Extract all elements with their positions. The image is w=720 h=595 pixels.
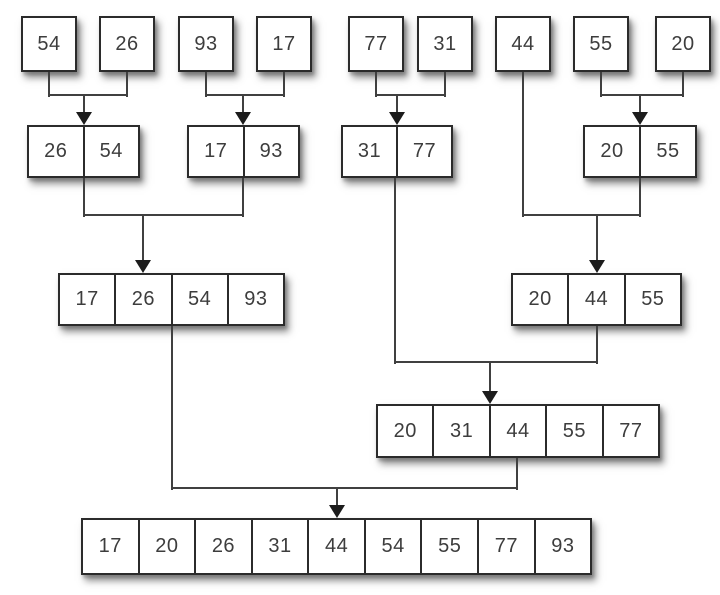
array-cell-value: 26 (101, 18, 153, 70)
array-cell-value: 20 (137, 520, 195, 573)
array-cell-value: 77 (601, 406, 659, 456)
array-cell-value: 93 (242, 127, 298, 176)
array-node-54: 54 (21, 16, 77, 72)
array-cell-value: 44 (307, 520, 364, 573)
array-cell-value: 44 (497, 18, 549, 70)
array-cell-value: 20 (585, 127, 639, 176)
connector-line (171, 326, 173, 490)
merge-arrow-head-icon (632, 112, 648, 125)
connector-line (682, 72, 684, 97)
connector-line (522, 214, 641, 216)
connector-line (444, 72, 446, 97)
array-cell-value: 93 (226, 275, 283, 324)
connector-line (83, 214, 244, 216)
connector-line (242, 178, 244, 217)
array-cell-value: 26 (29, 127, 83, 176)
merge-arrow-shaft (142, 215, 144, 264)
array-cell-value: 26 (114, 275, 171, 324)
array-cell-value: 17 (189, 127, 243, 176)
array-cell-value: 20 (513, 275, 568, 324)
merge-arrow-shaft (639, 95, 641, 116)
array-cell-value: 77 (350, 18, 402, 70)
connector-line (48, 94, 128, 96)
connector-line (205, 72, 207, 97)
merge-arrow-head-icon (389, 112, 405, 125)
array-cell-value: 17 (258, 18, 310, 70)
merge-arrow-head-icon (76, 112, 92, 125)
connector-line (394, 361, 598, 363)
array-node-44: 44 (495, 16, 551, 72)
connector-line (205, 94, 285, 96)
merge-arrow-shaft (83, 95, 85, 116)
array-cell-value: 44 (567, 275, 624, 324)
connector-line (126, 72, 128, 97)
array-cell-value: 93 (180, 18, 232, 70)
connector-line (394, 178, 396, 364)
array-cell-value: 55 (545, 406, 602, 456)
merge-arrow-head-icon (482, 391, 498, 404)
array-cell-value: 54 (170, 275, 227, 324)
merge-arrow-shaft (242, 95, 244, 116)
array-cell-value: 31 (343, 127, 396, 176)
array-node-77: 77 (348, 16, 404, 72)
connector-line (48, 72, 50, 97)
connector-line (516, 458, 518, 490)
merge-arrow-shaft (396, 95, 398, 116)
array-node-26: 26 (99, 16, 155, 72)
array-cell-value: 17 (60, 275, 115, 324)
array-node-31: 31 (417, 16, 473, 72)
array-cell-value: 54 (363, 520, 421, 573)
array-cell-value: 54 (82, 127, 138, 176)
array-cell-value: 31 (432, 406, 489, 456)
connector-line (375, 72, 377, 97)
array-cell-value: 44 (488, 406, 546, 456)
array-cell-value: 26 (194, 520, 251, 573)
connector-line (375, 94, 446, 96)
array-cell-value: 55 (575, 18, 627, 70)
array-cell-value: 20 (378, 406, 433, 456)
connector-line (171, 487, 518, 489)
array-cell-value: 20 (657, 18, 709, 70)
merge-arrow-head-icon (135, 260, 151, 273)
array-cell-value: 55 (623, 275, 680, 324)
merge-arrow-shaft (489, 362, 491, 395)
connector-line (600, 94, 684, 96)
array-node-17: 17 (256, 16, 312, 72)
array-node-20: 20 (655, 16, 711, 72)
merge-arrow-shaft (596, 215, 598, 264)
connector-line (283, 72, 285, 97)
array-cell-value: 54 (23, 18, 75, 70)
merge-arrow-head-icon (235, 112, 251, 125)
connector-line (522, 72, 524, 217)
array-cell-value: 17 (83, 520, 138, 573)
connector-line (600, 72, 602, 97)
array-node-93: 93 (178, 16, 234, 72)
array-cell-value: 31 (419, 18, 471, 70)
array-cell-value: 93 (533, 520, 591, 573)
connector-line (596, 326, 598, 364)
array-cell-value: 77 (477, 520, 534, 573)
merge-arrow-shaft (336, 488, 338, 509)
array-cell-value: 31 (250, 520, 308, 573)
array-node-55: 55 (573, 16, 629, 72)
connector-line (639, 178, 641, 217)
array-cell-value: 55 (420, 520, 478, 573)
array-cell-value: 55 (639, 127, 695, 176)
merge-arrow-head-icon (589, 260, 605, 273)
array-cell-value: 77 (396, 127, 451, 176)
merge-arrow-head-icon (329, 505, 345, 518)
connector-line (83, 178, 85, 217)
